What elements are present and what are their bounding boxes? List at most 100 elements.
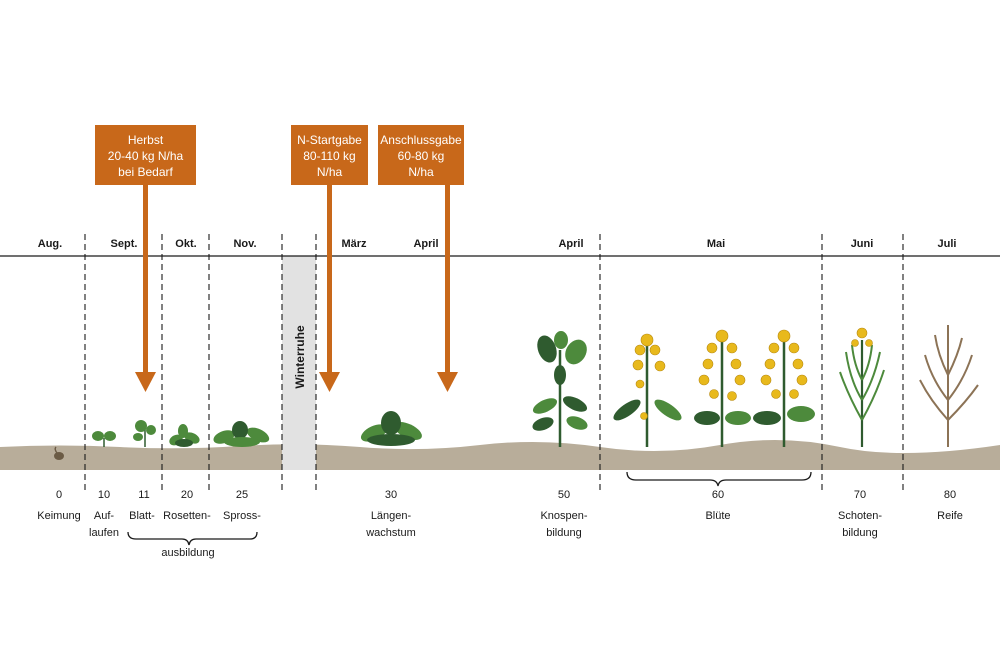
month-label: Aug. [38,238,62,250]
stage-label: Keimung [37,510,80,522]
stage-code: 10 [98,489,110,501]
plant-pod [924,354,949,401]
month-label: Okt. [175,238,196,250]
plant-leaf [532,398,558,414]
plant-leaf [232,421,248,439]
plant-leaf [175,439,193,447]
arrow-shaft [445,185,450,377]
fertilizer-box-line: N/ha [317,165,343,179]
stage-label: Blatt- [129,510,155,522]
plant-leaf [133,433,143,441]
month-label: Juni [851,238,874,250]
plant-leaf [565,339,587,365]
winter-rest-label: Winterruhe [293,325,307,389]
plant-leaf [566,416,588,430]
flower-cluster [654,360,666,372]
brace-leaf-stages [127,531,258,546]
plant-pod [947,384,979,421]
month-label: Sept. [111,238,138,250]
fertilizer-box-line: N/ha [408,165,434,179]
plant-leaf [394,422,422,440]
plant-leaf [146,425,156,435]
plant-pod [845,351,863,401]
plant-emergence-icon [92,431,116,447]
arrow-shaft [143,185,148,377]
stage-label: Auf- [94,510,115,522]
flower-cluster [764,358,776,370]
flower-cluster [865,339,873,347]
plant-leaf [224,437,260,447]
flower-cluster [709,389,719,399]
plant-pod [934,334,949,376]
plant-pod-formation-icon [839,327,885,447]
plant-leaf [381,411,401,435]
stage-code: 0 [56,489,62,501]
month-separators [84,234,904,492]
plant-rosette-icon [169,424,200,447]
stage-code: 25 [236,489,248,501]
stage-label: Längen- [371,510,412,522]
fertilizer-box-line: bei Bedarf [118,165,173,179]
plant-leaf [694,411,720,425]
plant-seed-icon [54,446,64,460]
flower-cluster [640,333,654,347]
stage-labels: Keimung Auf- laufen Blatt- Rosetten- Spr… [37,510,963,559]
plant-pod [947,337,963,376]
plant-pod [861,344,873,381]
flower-cluster [777,329,791,343]
plant-leaf [725,411,751,425]
stage-label: Spross- [223,510,261,522]
stage-label: wachstum [365,527,416,539]
arrow-shaft [327,185,332,377]
plant-leaf [787,406,815,422]
stage-label: Knospen- [540,510,587,522]
plant-leaf [367,434,415,446]
plant-leaf [537,335,557,363]
plant-pod [947,354,973,401]
flower-cluster [789,389,799,399]
flower-cluster [640,412,648,420]
seed-sprout [54,446,58,454]
fertilizer-application-start: N-Startgabe 80-110 kg N/ha [291,125,368,392]
plant-first-leaf-icon [133,420,156,447]
stage-label: bildung [842,527,877,539]
month-label: Juli [938,238,957,250]
stage-code: 11 [138,489,149,501]
fertilizer-box [95,125,196,185]
plant-leaf [92,431,104,441]
plant-leaf [613,399,641,421]
plant-flowering-icon [613,329,815,447]
plant-leaf [554,365,566,385]
plant-leaf [178,424,188,438]
plant-leaf [562,396,588,412]
plant-pod [861,369,885,421]
winter-rest-band [282,256,316,470]
month-label: Mai [707,238,725,250]
flower-cluster [792,358,804,370]
plant-pod [839,371,863,421]
plant-pod [861,351,881,401]
flower-cluster [698,374,710,386]
arrow-head [319,372,340,392]
stage-code: 70 [854,489,866,501]
flower-cluster [788,342,800,354]
fertilizer-box-line: Herbst [128,133,164,147]
stage-label: Schoten- [838,510,882,522]
fertilizer-application-herbst: Herbst 20-40 kg N/ha bei Bedarf [95,125,196,392]
month-labels: Aug. Sept. Okt. Nov. März April April Ma… [38,238,957,250]
flower-cluster [726,342,738,354]
fertilizer-box-line: 20-40 kg N/ha [108,149,184,163]
plant-budding-icon [532,331,588,447]
flower-cluster [796,374,808,386]
stage-code: 30 [385,489,397,501]
flower-cluster [856,327,868,339]
plant-leaf [554,331,568,349]
plant-ripening-icon [919,325,979,447]
fertilizer-box-line: N-Startgabe [297,133,362,147]
fertilizer-box-line: 60-80 kg [398,149,445,163]
flower-cluster [730,358,742,370]
plant-shoot-icon [213,421,270,447]
month-label: April [558,238,583,250]
stage-label: Rosetten- [163,510,211,522]
arrow-head [135,372,156,392]
